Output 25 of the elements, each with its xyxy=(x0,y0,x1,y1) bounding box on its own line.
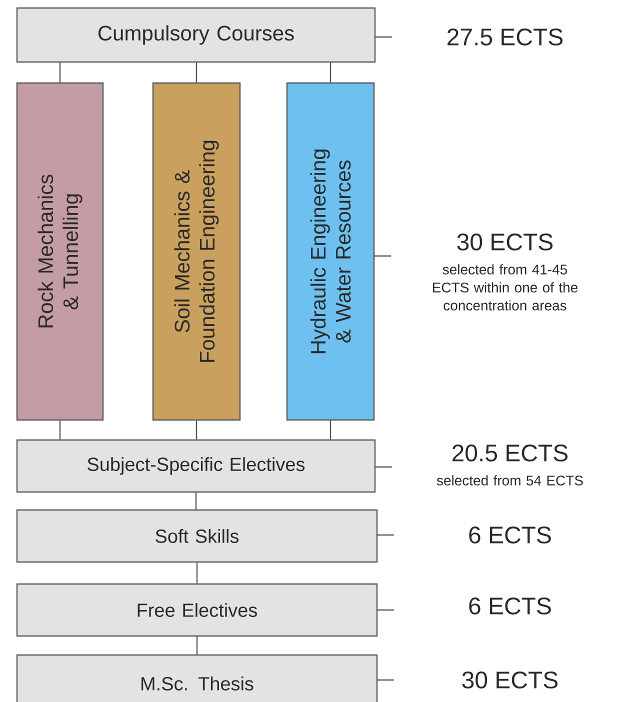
connector-line xyxy=(196,562,198,584)
connector-line xyxy=(59,420,61,440)
credit-label: 30 ECTS xyxy=(462,672,558,688)
concentration-box: Rock Mechanics & Tunnelling xyxy=(16,82,104,421)
connector-line xyxy=(196,636,198,654)
course-box: Free Electives xyxy=(16,583,378,637)
connector-line xyxy=(330,420,332,440)
concentration-box: Hydraulic Engineering & Water Resources xyxy=(286,82,375,421)
course-box: Soft Skills xyxy=(16,509,378,563)
connector-line xyxy=(59,62,61,82)
concentration-box: Soil Mechanics & Foundation Engineering xyxy=(152,82,241,421)
credit-label: 27.5 ECTS xyxy=(448,28,563,46)
connector-line xyxy=(196,62,198,82)
connector-line xyxy=(195,492,197,510)
course-box: M.Sc. Thesis xyxy=(16,654,378,702)
connector-line xyxy=(196,420,198,440)
credit-label: 6 ECTS xyxy=(469,526,551,544)
course-box: Cumpulsory Courses xyxy=(16,7,376,63)
note-text: selected from 41-45 ECTS within one of the concentration areas xyxy=(433,264,578,310)
connector-line xyxy=(330,62,332,82)
course-box: Subject-Specific Electives xyxy=(16,439,376,493)
credit-label: 30 ECTS xyxy=(457,234,553,250)
note-text: selected from 54 ECTS xyxy=(436,475,583,486)
credit-label: 20.5 ECTS xyxy=(452,444,568,462)
credit-label: 6 ECTS xyxy=(469,598,551,614)
